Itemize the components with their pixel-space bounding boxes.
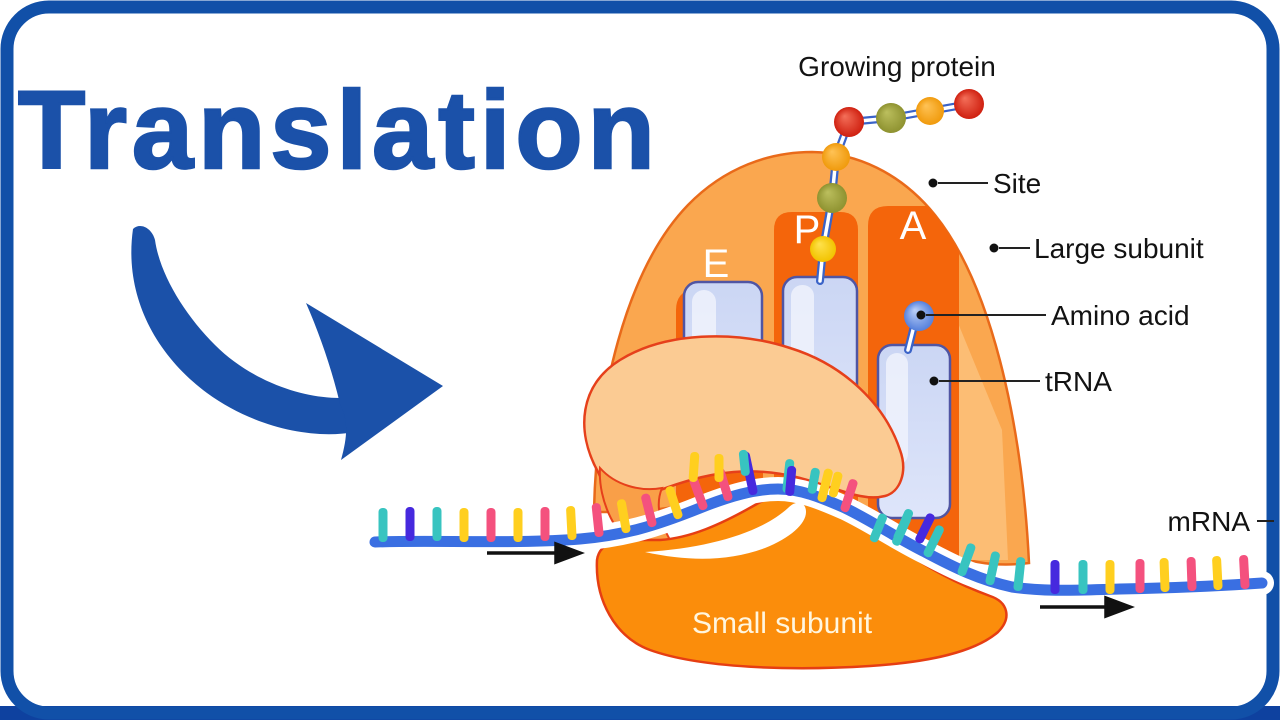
mrna-nucleotide-bar <box>1078 560 1088 594</box>
small-subunit: Small subunit <box>595 491 1008 670</box>
pointer-arrow <box>131 226 443 460</box>
callouts: Growing protein Site Large subunit Amino… <box>798 51 1274 537</box>
trna-anticodon-bar <box>892 515 911 546</box>
mrna-nucleotide-bar <box>486 508 496 542</box>
mrna-nucleotide-bar <box>689 477 708 511</box>
mrna-nucleotide-bar <box>459 508 469 542</box>
mrna-nucleotide-bar <box>1050 560 1060 594</box>
growing-protein-label: Growing protein <box>798 51 996 82</box>
mrna-nucleotide-bar <box>591 503 604 538</box>
trna-anticodon-bar <box>714 454 724 482</box>
large-subunit-callout-dot <box>989 243 999 253</box>
amino-acid-label: Amino acid <box>1051 300 1190 331</box>
mrna-nucleotide-bar <box>616 499 631 534</box>
amino-acid-bead-orange <box>822 143 850 171</box>
trna-anticodon-bar <box>828 471 843 498</box>
mrna-nucleotide-bar <box>1135 559 1145 593</box>
mrna-nucleotide-bar <box>817 468 833 503</box>
amino-acid-bead-yellow <box>810 236 836 262</box>
protein-chain-beads <box>810 89 984 262</box>
mrna-nucleotide-bar <box>923 525 944 558</box>
mrna-nucleotide-bar <box>432 507 442 541</box>
right-direction-arrow-head <box>1104 595 1135 619</box>
trna-anticodon-bar <box>785 465 797 496</box>
small-subunit-label: Small subunit <box>692 607 873 640</box>
amino-acid-callout-dot <box>916 310 926 320</box>
e-site-letter: E <box>703 242 730 286</box>
a-site-letter: A <box>900 204 927 248</box>
mrna-nucleotide-bar <box>957 543 976 577</box>
mrna-label: mRNA <box>1168 506 1251 537</box>
left-direction-arrow-head <box>554 541 585 565</box>
mrna-nucleotide-bar <box>540 507 550 541</box>
trna-anticodon-bars <box>688 449 935 546</box>
mrna-nucleotide-bar <box>1186 556 1197 592</box>
mrna-nucleotide-bar <box>405 507 415 541</box>
site-label: Site <box>993 168 1041 199</box>
mrna-nucleotide-bar <box>985 551 1000 586</box>
trna-anticodon-bar <box>915 513 935 544</box>
mrna-nucleotide-bar <box>1159 557 1170 593</box>
trna-anticodon-bar <box>807 467 820 494</box>
mrna-nucleotide-bar <box>566 506 577 541</box>
mrna-direction-arrows <box>487 541 1135 619</box>
trna-anticodon-bar <box>869 513 887 543</box>
amino-acid-bead-olive <box>876 103 906 133</box>
mrna-nucleotide-bar <box>665 486 683 520</box>
small-subunit-body <box>595 491 1008 670</box>
page-title: Translation <box>18 69 660 192</box>
trna-anticodon-bar <box>688 451 700 482</box>
mrna-nucleotide-bar <box>1105 560 1115 594</box>
large-subunit-label: Large subunit <box>1034 233 1204 264</box>
trna-anticodon-bar <box>738 449 750 476</box>
mrna-nucleotide-bar <box>1239 555 1250 590</box>
small-subunit-fold <box>645 502 806 559</box>
trna-label: tRNA <box>1045 366 1112 397</box>
mrna-nucleotide-bar <box>1013 557 1026 592</box>
amino-acid-bead-orange <box>916 97 944 125</box>
trna-callout-dot <box>929 376 939 386</box>
mrna-nucleotide-bar <box>1212 556 1223 591</box>
amino-acid-bead-red <box>834 107 864 137</box>
amino-acid-bead-red <box>954 89 984 119</box>
mrna-nucleotide-bar <box>378 508 388 542</box>
mrna-nucleotide-bar <box>513 508 523 542</box>
site-callout-dot <box>928 178 938 188</box>
mrna-nucleotide-bar <box>840 479 858 513</box>
amino-acid-bead-olive <box>817 183 847 213</box>
large-subunit-crescent <box>583 335 905 499</box>
mrna-nucleotide-bar <box>641 493 657 528</box>
